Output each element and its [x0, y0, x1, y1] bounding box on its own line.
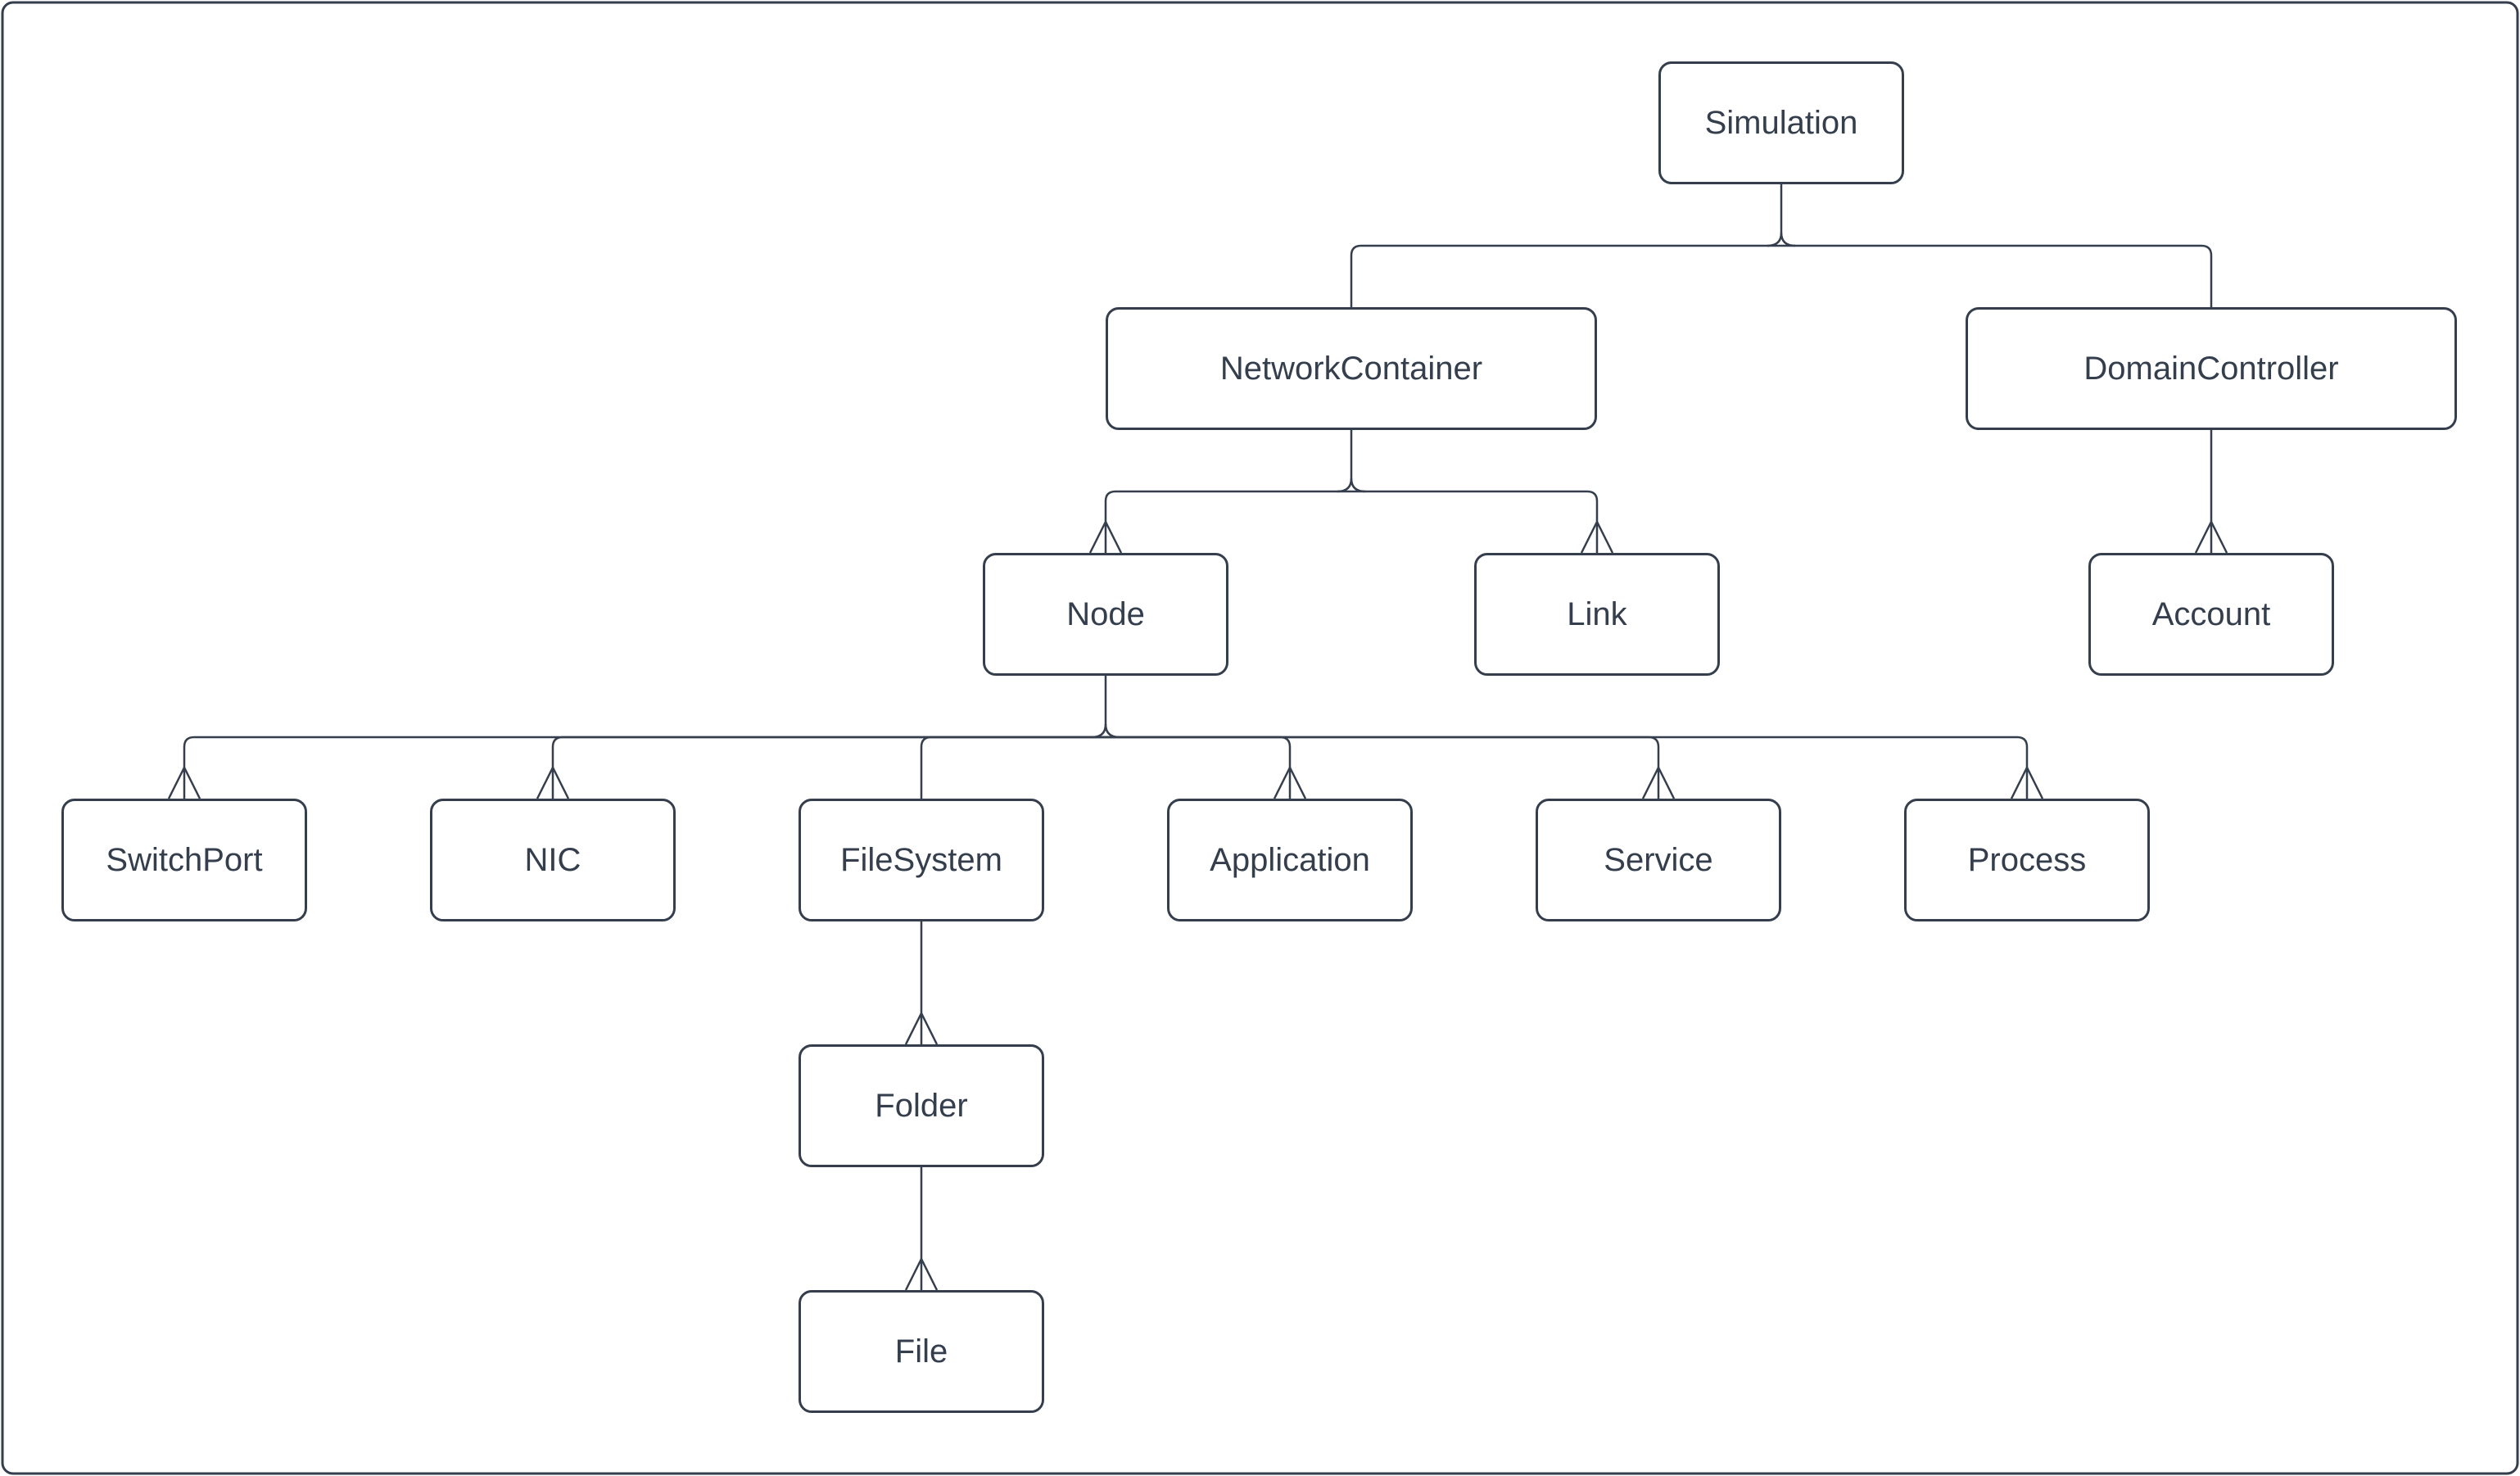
node-label-process: Process	[1967, 842, 2087, 878]
diagram-node-domain-controller[interactable]: DomainController	[1966, 307, 2457, 430]
diagram-node-link[interactable]: Link	[1474, 553, 1720, 676]
node-label-network-container: NetworkContainer	[1219, 351, 1483, 387]
node-label-file-system: FileSystem	[840, 842, 1002, 878]
diagram-node-application[interactable]: Application	[1167, 799, 1413, 921]
diagram-node-network-container[interactable]: NetworkContainer	[1106, 307, 1597, 430]
arrowhead-nic	[536, 766, 570, 799]
node-label-application: Application	[1210, 842, 1370, 878]
diagram-node-node[interactable]: Node	[983, 553, 1228, 676]
edge-network-container-link	[1351, 490, 1599, 553]
node-label-link: Link	[1567, 596, 1627, 632]
node-label-folder: Folder	[875, 1088, 968, 1124]
edge-node-process	[1106, 736, 2029, 799]
diagram-node-folder[interactable]: Folder	[799, 1044, 1044, 1167]
edge-network-container-node	[1104, 490, 1351, 553]
arrowhead-node	[1088, 520, 1123, 554]
node-label-simulation: Simulation	[1704, 105, 1858, 141]
diagram-node-simulation[interactable]: Simulation	[1658, 61, 1904, 184]
arrowhead-application	[1273, 766, 1307, 799]
edge-node-file-system	[920, 736, 1106, 799]
diagram-node-service[interactable]: Service	[1536, 799, 1781, 921]
diagram-node-process[interactable]: Process	[1904, 799, 2150, 921]
edge-simulation-domain-controller	[1781, 244, 2213, 307]
diagram-node-account[interactable]: Account	[2088, 553, 2334, 676]
edge-node-switch-port	[183, 736, 1106, 799]
edge-node-nic	[551, 736, 1106, 799]
diagram-node-switch-port[interactable]: SwitchPort	[61, 799, 307, 921]
arrowhead-account	[2194, 520, 2228, 554]
arrowhead-link	[1580, 520, 1614, 554]
node-label-domain-controller: DomainController	[2083, 351, 2339, 387]
diagram-node-nic[interactable]: NIC	[430, 799, 676, 921]
diagram-node-file[interactable]: File	[799, 1290, 1044, 1413]
arrowhead-process	[2010, 766, 2044, 799]
node-label-switch-port: SwitchPort	[106, 842, 263, 878]
node-label-file: File	[894, 1333, 948, 1370]
node-label-nic: NIC	[524, 842, 581, 878]
diagram-node-file-system[interactable]: FileSystem	[799, 799, 1044, 921]
edge-simulation-network-container	[1350, 244, 1781, 307]
arrowhead-file	[904, 1257, 939, 1291]
arrowhead-switch-port	[167, 766, 201, 799]
node-label-node: Node	[1066, 596, 1145, 632]
arrowhead-folder	[904, 1012, 939, 1045]
node-label-service: Service	[1604, 842, 1713, 878]
node-label-account: Account	[2151, 596, 2271, 632]
arrowhead-service	[1641, 766, 1676, 799]
